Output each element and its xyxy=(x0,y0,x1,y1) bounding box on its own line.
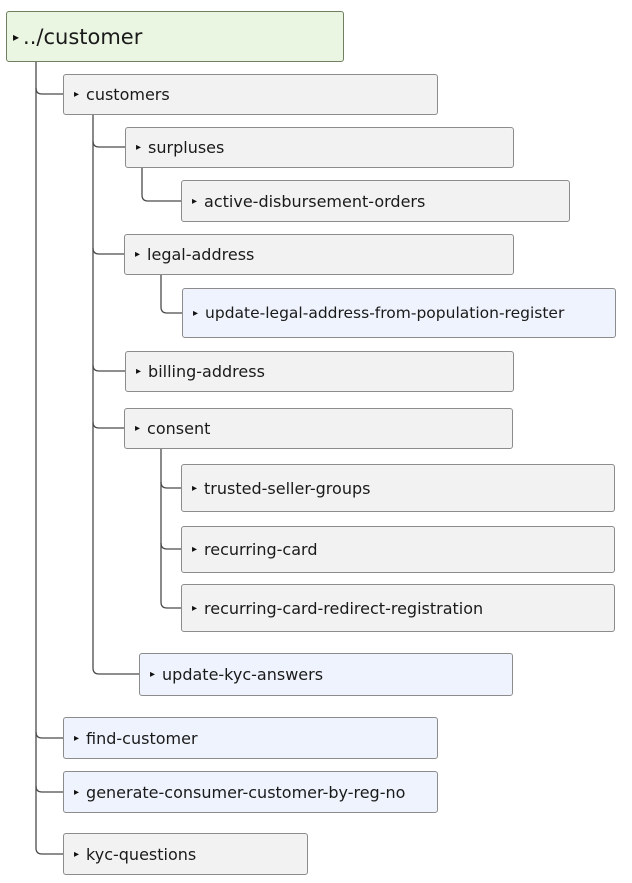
folder-recurring-card-redirect-registration[interactable]: ▸ recurring-card-redirect-registration xyxy=(181,584,615,632)
endpoint-update-kyc-answers[interactable]: ▸ update-kyc-answers xyxy=(139,653,513,696)
endpoint-generate-consumer-customer-by-reg-no[interactable]: ▸ generate-consumer-customer-by-reg-no xyxy=(63,771,438,813)
folder-surpluses[interactable]: ▸ surpluses xyxy=(125,127,514,168)
folder-kyc-questions[interactable]: ▸ kyc-questions xyxy=(63,833,308,875)
expand-arrow-icon: ▸ xyxy=(192,195,198,207)
endpoint-find-customer[interactable]: ▸ find-customer xyxy=(63,717,438,759)
node-label: generate-consumer-customer-by-reg-no xyxy=(86,782,406,802)
expand-arrow-icon: ▸ xyxy=(74,848,80,860)
node-label: trusted-seller-groups xyxy=(204,478,371,498)
expand-arrow-icon: ▸ xyxy=(136,142,142,153)
root-folder[interactable]: ▸ ../customer xyxy=(6,11,344,62)
folder-active-disbursement-orders[interactable]: ▸ active-disbursement-orders xyxy=(181,180,570,222)
node-label: update-kyc-answers xyxy=(162,665,324,684)
expand-arrow-icon: ▸ xyxy=(135,249,141,260)
folder-customers[interactable]: ▸ customers xyxy=(63,74,438,115)
expand-arrow-icon: ▸ xyxy=(192,482,198,494)
node-label: find-customer xyxy=(86,728,198,748)
node-label: customers xyxy=(86,85,170,104)
node-label: billing-address xyxy=(148,362,265,381)
expand-arrow-icon: ▸ xyxy=(74,732,80,744)
node-label: kyc-questions xyxy=(86,844,197,864)
folder-trusted-seller-groups[interactable]: ▸ trusted-seller-groups xyxy=(181,464,615,512)
expand-arrow-icon: ▸ xyxy=(192,544,198,555)
expand-arrow-icon: ▸ xyxy=(74,89,80,100)
folder-recurring-card[interactable]: ▸ recurring-card xyxy=(181,526,615,573)
expand-arrow-icon: ▸ xyxy=(193,307,199,319)
node-label: update-legal-address-from-population-reg… xyxy=(205,304,565,322)
expand-arrow-icon: ▸ xyxy=(74,786,80,798)
root-label: ../customer xyxy=(23,24,143,49)
endpoint-update-legal-address-from-population-register[interactable]: ▸ update-legal-address-from-population-r… xyxy=(182,288,616,338)
node-label: consent xyxy=(147,419,211,438)
folder-legal-address[interactable]: ▸ legal-address xyxy=(124,234,514,275)
node-label: surpluses xyxy=(148,138,225,157)
node-label: recurring-card xyxy=(204,540,318,559)
expand-arrow-icon: ▸ xyxy=(135,423,141,434)
folder-consent[interactable]: ▸ consent xyxy=(124,408,513,449)
node-label: active-disbursement-orders xyxy=(204,191,426,211)
node-label: recurring-card-redirect-registration xyxy=(204,598,484,618)
expand-arrow-icon: ▸ xyxy=(192,602,198,614)
expand-arrow-icon: ▸ xyxy=(13,29,20,44)
expand-arrow-icon: ▸ xyxy=(150,669,156,680)
expand-arrow-icon: ▸ xyxy=(136,366,142,377)
node-label: legal-address xyxy=(147,245,255,264)
folder-billing-address[interactable]: ▸ billing-address xyxy=(125,351,514,392)
